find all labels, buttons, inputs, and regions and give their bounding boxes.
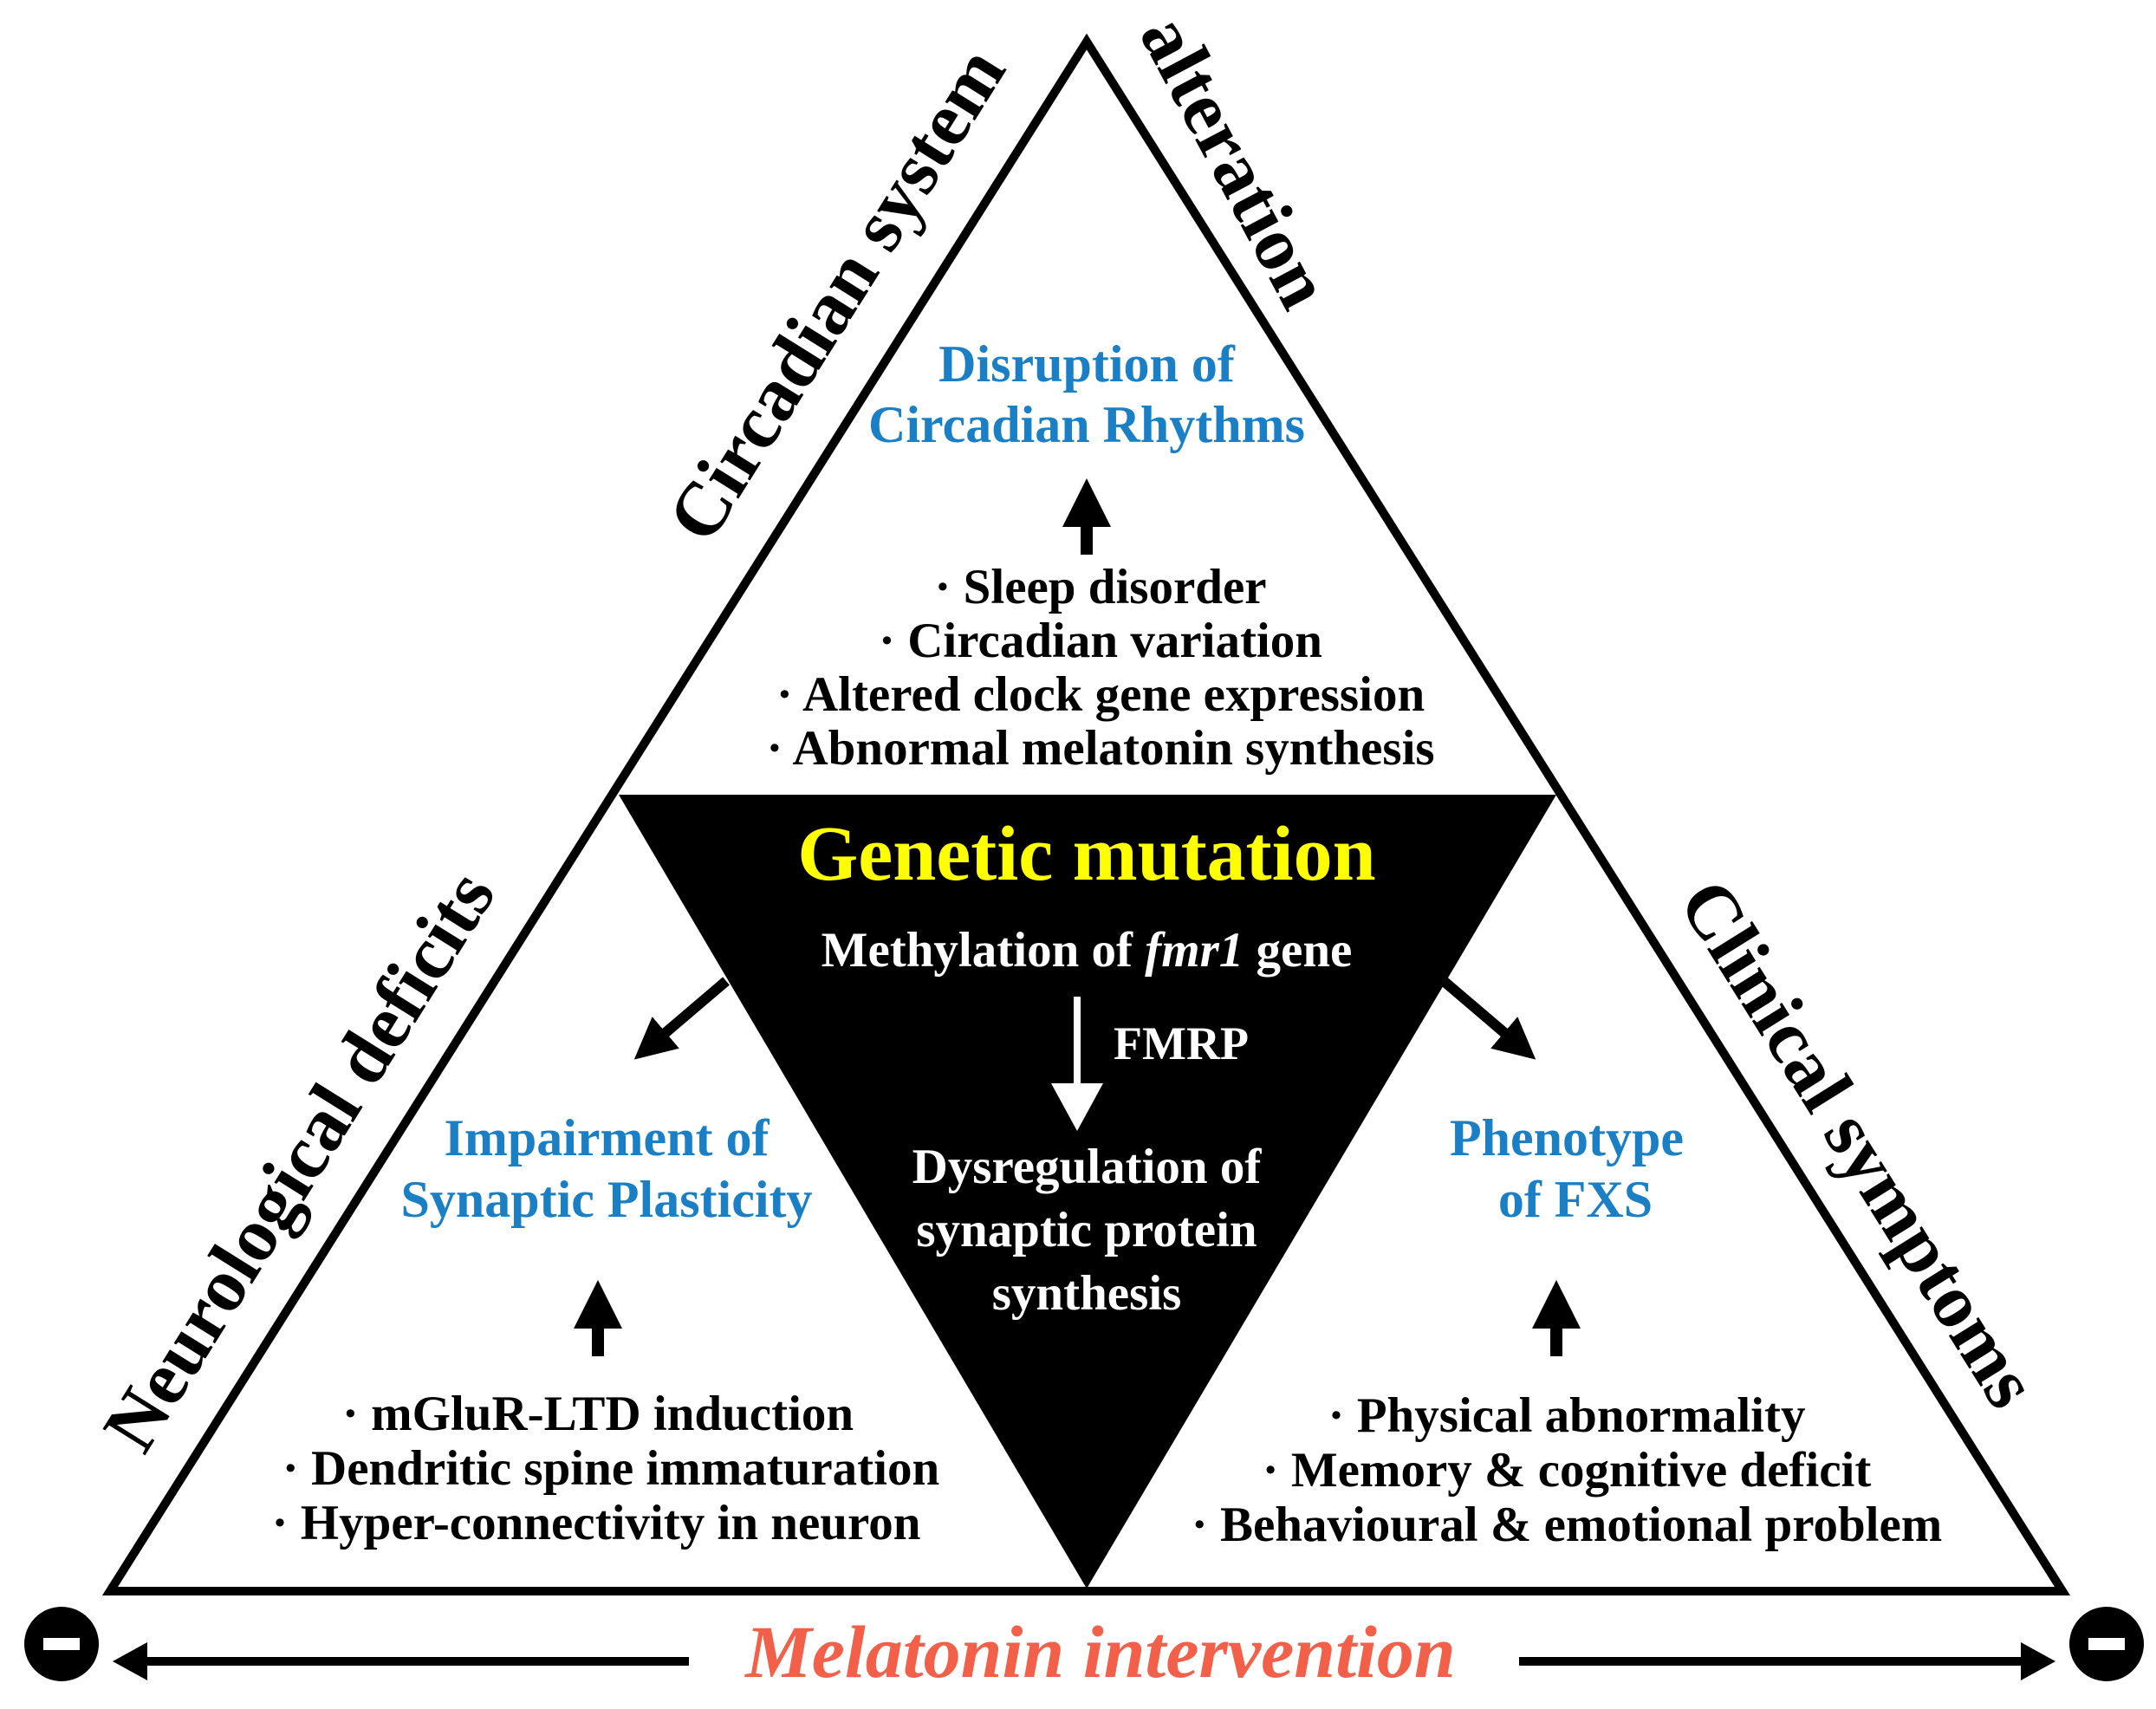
melatonin-intervention-label: Melatonin intervention (744, 1610, 1456, 1693)
top-title-line: Disruption of (938, 335, 1236, 393)
right-arrowhead (2021, 1642, 2055, 1680)
top-bullets: · Sleep disorder · Circadian variation ·… (766, 560, 1434, 776)
fmrp-label: FMRP (1114, 1017, 1249, 1069)
left-arrowhead (113, 1642, 147, 1680)
arrow-to-left-icon (633, 977, 730, 1060)
bullet-item: · Memory & cognitive deficit (1263, 1443, 1872, 1498)
bullet-item: · mGluR-LTD induction (342, 1387, 854, 1441)
bullet-item: · Physical abnormality (1328, 1388, 1805, 1443)
right-bullets: · Physical abnormality · Memory & cognit… (1192, 1388, 1943, 1552)
down-arrowhead (1051, 1083, 1103, 1131)
methylation-text: Methylation of fmr1 gene (821, 923, 1353, 978)
result-line: Dysregulation of (912, 1140, 1263, 1194)
left-title: Impairment of Synaptic Plasticity (401, 1109, 813, 1228)
center-result: Dysregulation of synaptic protein synthe… (912, 1140, 1263, 1321)
bullet-item: · Sleep disorder (934, 560, 1266, 614)
result-line: synthesis (992, 1266, 1182, 1321)
bullet-item: · Hyper-connectivity in neuron (272, 1496, 921, 1550)
methylation-pre: Methylation of (821, 923, 1146, 978)
top-title: Disruption of Circadian Rhythms (868, 335, 1305, 453)
right-title: Phenotype of FXS (1450, 1109, 1684, 1228)
right-title-line: of FXS (1498, 1171, 1653, 1228)
arrow-to-right-icon (1440, 977, 1536, 1060)
right-title-line: Phenotype (1450, 1109, 1684, 1166)
left-title-line: Impairment of (445, 1109, 770, 1166)
top-title-line: Circadian Rhythms (868, 396, 1305, 453)
bullet-item: · Altered clock gene expression (776, 667, 1425, 722)
inner-triangle (619, 795, 1556, 1589)
bullet-item: · Abnormal melatonin synthesis (766, 721, 1434, 776)
minus-circle-icon (2069, 1607, 2144, 1681)
minus-circle-icon (24, 1607, 99, 1681)
bullet-item: · Behavioural & emotional problem (1192, 1498, 1943, 1552)
left-title-line: Synaptic Plasticity (401, 1171, 813, 1228)
methylation-post: gene (1244, 923, 1352, 978)
bullet-item: · Circadian variation (879, 614, 1322, 668)
result-line: synaptic protein (916, 1203, 1257, 1257)
gene-name: fmr1 (1145, 923, 1244, 978)
left-bullets: · mGluR-LTD induction · Dendritic spine … (272, 1387, 940, 1550)
genetic-mutation-title: Genetic mutation (797, 811, 1375, 897)
bullet-item: · Dendritic spine immaturation (282, 1441, 939, 1496)
